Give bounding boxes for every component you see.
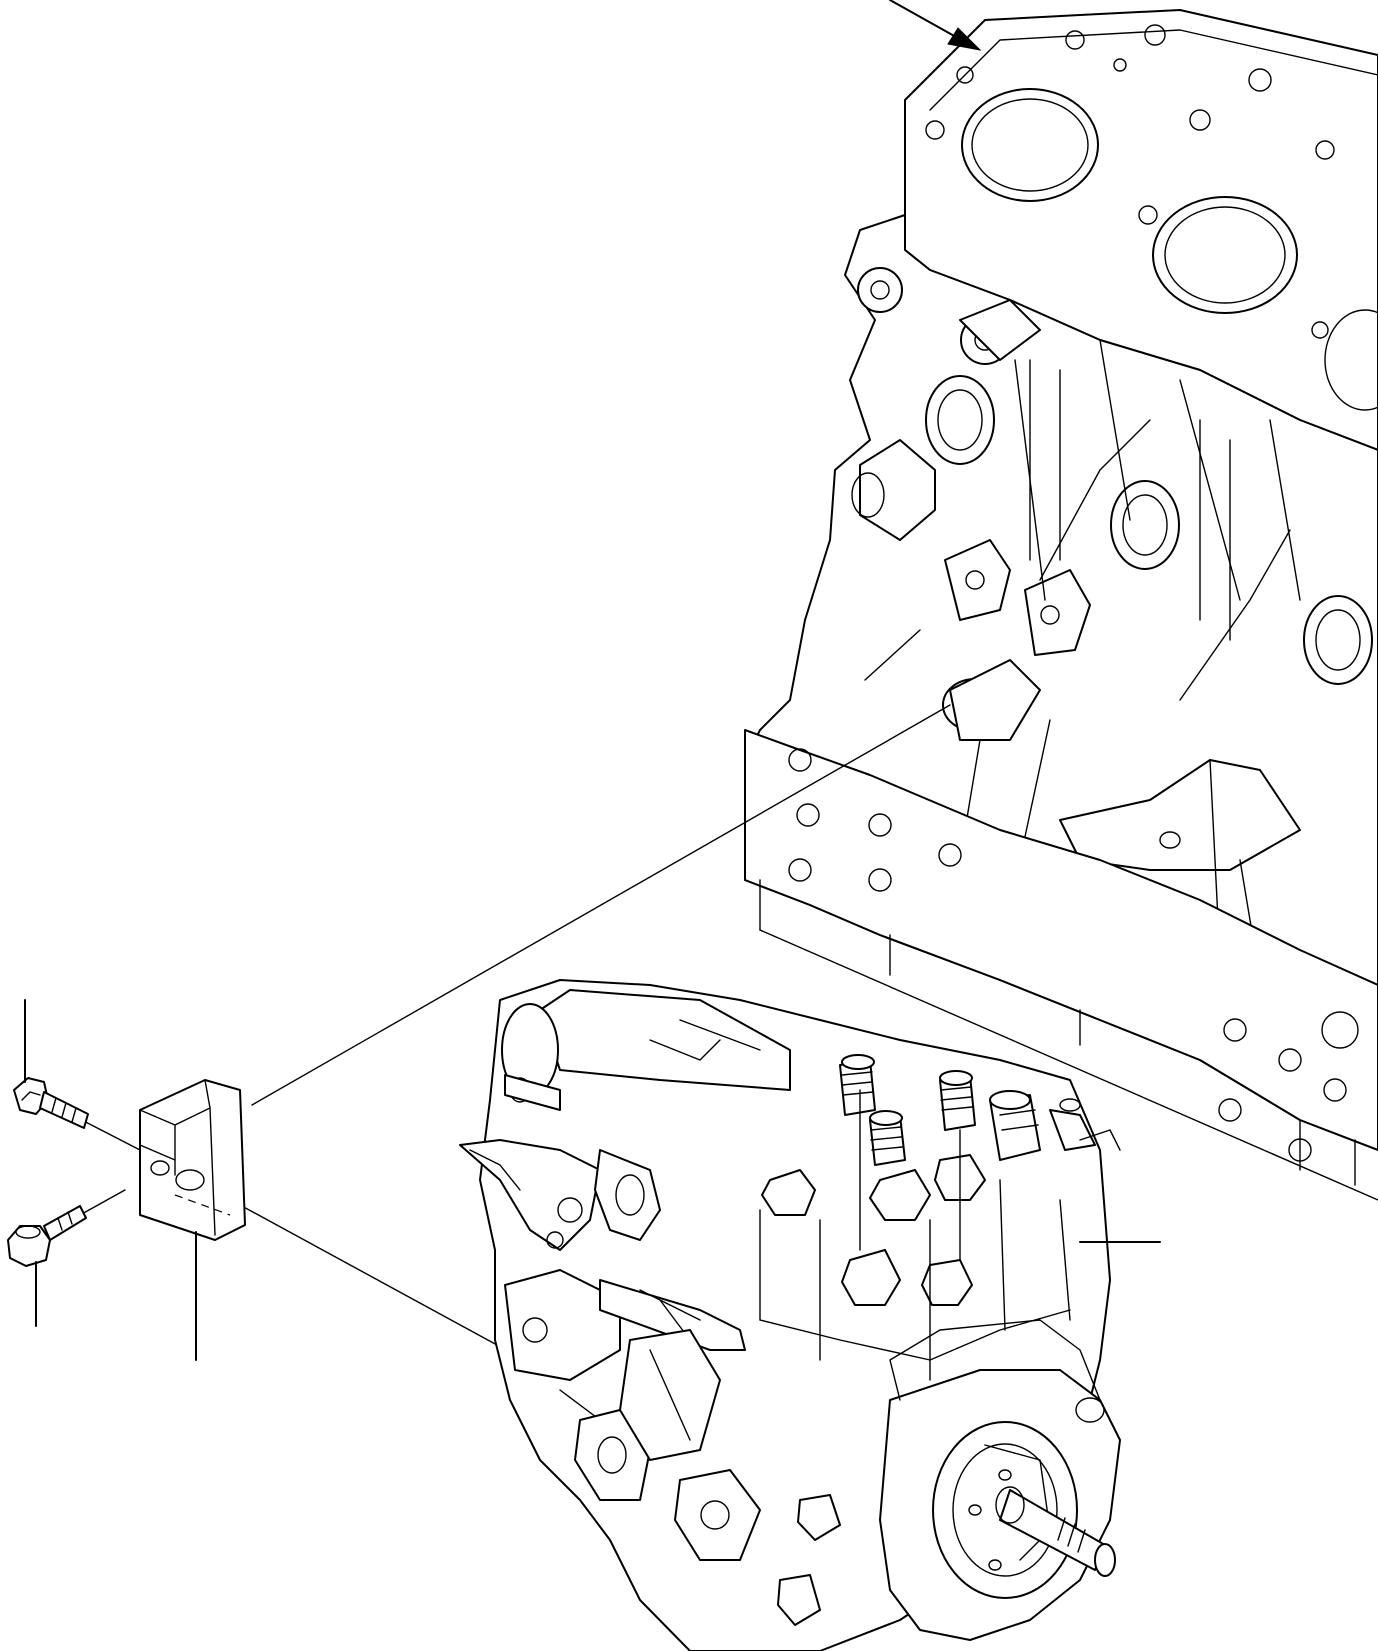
bolt-icon (7, 1225, 51, 1267)
fuel-injection-pump (459, 979, 1121, 1651)
bracket-icon (139, 1079, 246, 1241)
cylinder-bore-1 (961, 88, 1099, 202)
block-pan-rail (744, 729, 1378, 1151)
pump-drive-flange (879, 1369, 1121, 1641)
delivery-valve-fittings (839, 1054, 1121, 1166)
upper-flange-bolt (13, 1077, 89, 1129)
cylinder-block (744, 9, 1378, 1201)
lower-flange-bolt (7, 1205, 87, 1267)
callout-block-arrow (889, 0, 982, 51)
callout-leaders (24, 999, 1161, 1361)
arrow-head-icon (947, 27, 982, 51)
cylinder-bore-2 (1152, 196, 1298, 314)
mounting-bracket (139, 1079, 246, 1241)
